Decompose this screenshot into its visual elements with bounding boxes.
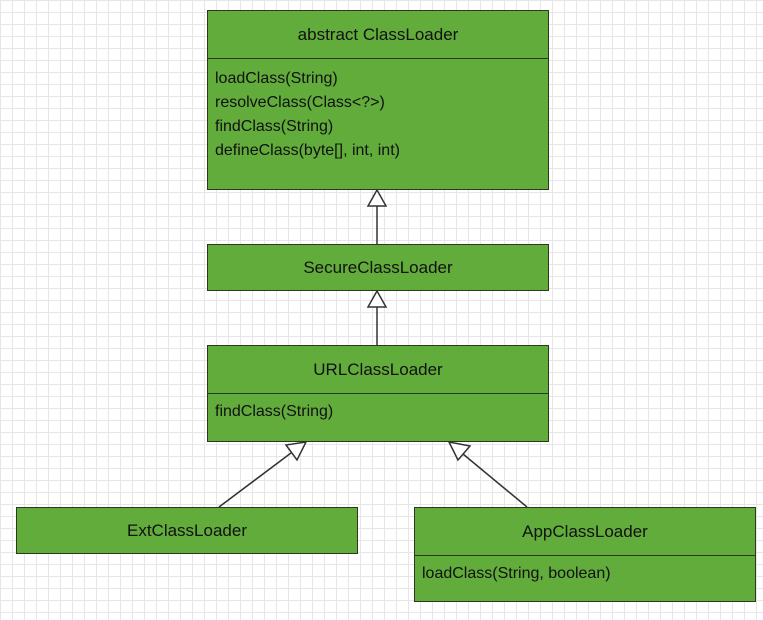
method-item: findClass(String) — [215, 403, 334, 420]
class-box-url[interactable]: URLClassLoader findClass(String) — [207, 345, 549, 442]
inheritance-arrowhead — [447, 440, 472, 462]
class-name: URLClassLoader — [313, 359, 443, 379]
method-list: loadClass(String) resolveClass(Class<?>)… — [208, 59, 548, 167]
class-box-secure[interactable]: SecureClassLoader — [207, 244, 549, 291]
method-item: defineClass(byte[], int, int) — [215, 142, 400, 159]
compartment-divider — [208, 393, 548, 394]
method-item: loadClass(String) — [215, 70, 338, 87]
method-list: findClass(String) — [208, 394, 548, 428]
class-name: abstract ClassLoader — [297, 24, 459, 44]
class-box-ext[interactable]: ExtClassLoader — [16, 507, 358, 554]
class-box-app[interactable]: AppClassLoader loadClass(String, boolean… — [414, 507, 756, 602]
class-name: AppClassLoader — [522, 521, 648, 541]
method-list: loadClass(String, boolean) — [415, 556, 755, 590]
connector-ext-to-url — [218, 452, 292, 508]
class-name: ExtClassLoader — [126, 520, 247, 540]
connector-app-to-url — [462, 453, 528, 508]
inheritance-arrowhead — [366, 289, 388, 308]
class-name: SecureClassLoader — [303, 257, 453, 277]
method-item: findClass(String) — [215, 118, 334, 135]
compartment-divider — [208, 58, 548, 59]
compartment-divider — [415, 555, 755, 556]
inheritance-arrowhead — [284, 441, 308, 462]
class-box-classloader[interactable]: abstract ClassLoader loadClass(String) r… — [207, 10, 549, 190]
method-item: loadClass(String, boolean) — [422, 565, 611, 582]
method-item: resolveClass(Class<?>) — [215, 94, 385, 111]
inheritance-arrowhead — [366, 188, 388, 207]
